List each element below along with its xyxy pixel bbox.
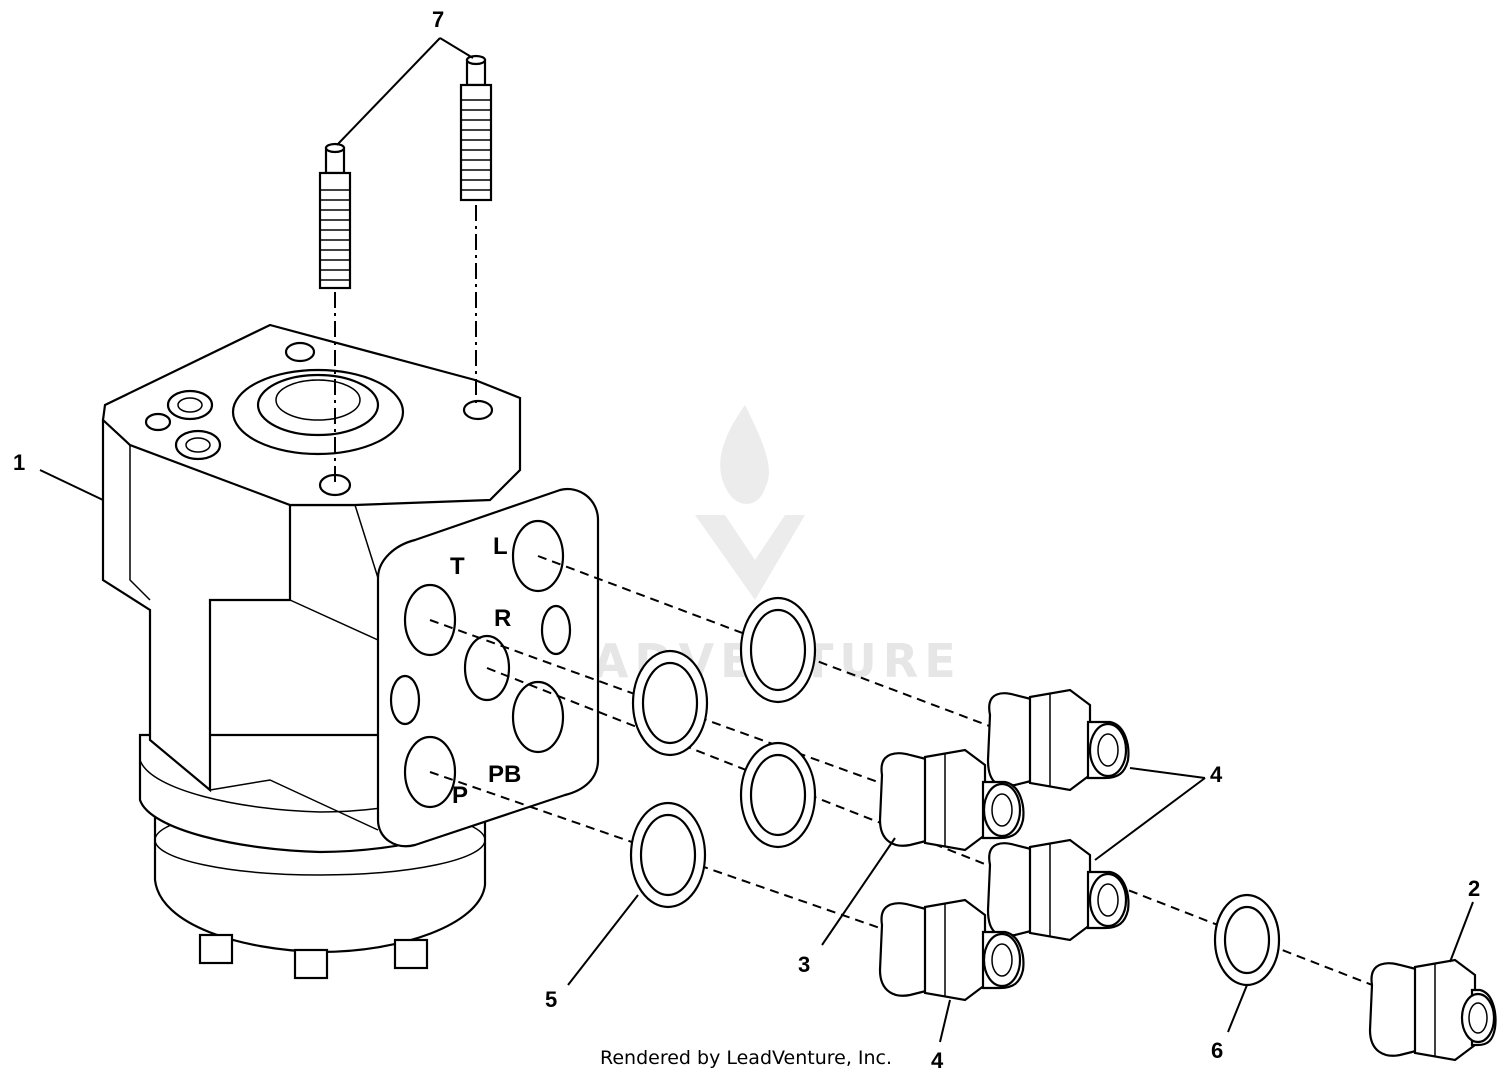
- port-label-r: R: [494, 605, 511, 632]
- watermark-logo-icon: [695, 405, 805, 600]
- o-rings: [629, 596, 1281, 987]
- callout-2: 2: [1468, 876, 1480, 901]
- stud-right: [459, 54, 493, 202]
- top-plate-holes: [144, 341, 494, 497]
- callout-5: 5: [545, 987, 557, 1012]
- port-aux-upper: [540, 604, 572, 656]
- o-ring-middle-right: [739, 741, 817, 849]
- leader-lines: [39, 37, 1474, 1043]
- port-pb: [511, 680, 565, 754]
- port-label-t: T: [450, 553, 465, 580]
- port-label-pb: PB: [488, 761, 521, 788]
- bottom-bolt-heads: [198, 933, 429, 980]
- fitting-lower-right: [986, 838, 1130, 942]
- fitting-lower-left: [878, 898, 1025, 1002]
- callout-3: 3: [798, 952, 810, 977]
- fitting-center: [878, 748, 1025, 852]
- callout-6: 6: [1211, 1038, 1223, 1063]
- o-ring-lower: [629, 801, 707, 909]
- callout-1: 1: [13, 450, 25, 475]
- port-label-p: P: [452, 782, 468, 809]
- port-aux-lower: [389, 674, 421, 726]
- washer-item-6: [1213, 893, 1281, 987]
- steering-unit-body: T L R P PB: [101, 323, 600, 980]
- fitting-item-2: [1368, 958, 1497, 1062]
- fitting-upper-right: [986, 688, 1130, 792]
- callout-4-lower: 4: [931, 1048, 944, 1073]
- footer-credit: Rendered by LeadVenture, Inc.: [600, 1047, 892, 1069]
- callout-7: 7: [432, 7, 444, 32]
- o-ring-upper: [739, 596, 817, 704]
- port-label-l: L: [493, 533, 508, 560]
- o-ring-middle-left: [631, 649, 709, 757]
- stud-left: [318, 142, 352, 290]
- callout-4-upper: 4: [1210, 762, 1223, 787]
